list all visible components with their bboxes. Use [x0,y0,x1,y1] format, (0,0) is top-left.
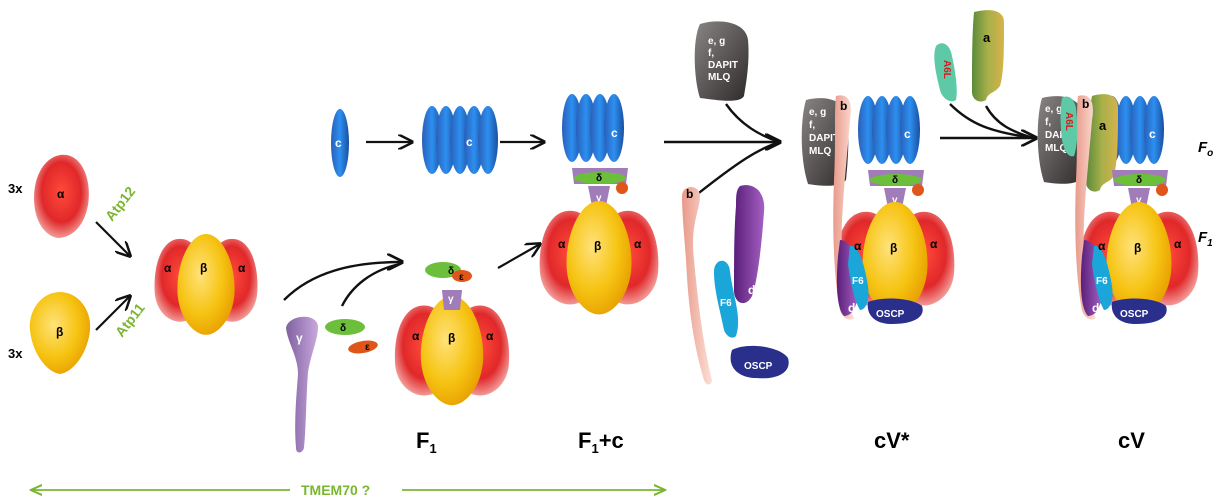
alpha-subunit-monomer: 3x α [8,155,89,238]
alpha-label: α [164,261,172,275]
f1-c-complex: c δ γ α α β [540,94,659,314]
c-label: c [611,126,618,140]
a6l-subunit-free: A6L [934,43,956,101]
b-label: b [840,99,847,113]
beta-label: β [1134,241,1141,255]
a-subunit-free: a [972,10,1004,101]
c-subunit-monomer: c [331,109,349,177]
alpha-label: α [412,329,420,343]
epsilon-label: ε [459,272,464,283]
oscp-subunit-free: OSCP [731,346,789,378]
egf-line-1: e, g [809,107,826,118]
b-subunit-free: b [682,187,712,385]
alpha-label: α [238,261,246,275]
egf-line-3: DAPIT [708,60,738,71]
d-label: d [1092,301,1099,315]
epsilon-subunit-free: ε [347,338,379,355]
stage-cv-label: cV [1118,428,1145,453]
egf-line-3: DAPIT [809,133,839,144]
c-label: c [1149,127,1156,141]
stage-f1c-label: F1+c [578,428,624,456]
alpha-label: α [1098,239,1106,253]
fo-side-label: Fo [1198,139,1213,159]
c-label: c [335,136,342,150]
d-label: d [848,301,855,315]
alpha-label: α [1174,237,1182,251]
egf-line-1: e, g [1045,104,1062,115]
delta-label: δ [448,266,454,277]
egf-line-2: f, [708,48,714,59]
b-label: b [686,187,693,201]
arrow-stalk-join [690,142,780,200]
arrow-f1-to-f1c [498,244,540,268]
stage-cv-star-label: cV* [874,428,910,453]
arrow-alpha-to-f1 [96,222,130,256]
a-label: a [983,30,991,45]
f6-label: F6 [720,298,732,309]
oscp-label: OSCP [876,309,905,320]
alpha-label: α [634,237,642,251]
gamma-label: γ [448,294,454,305]
f1-complex: δ ε γ α α β [395,262,509,405]
egf-line-4: MLQ [809,146,831,157]
egf-line-1: e, g [708,36,725,47]
f6-label: F6 [1096,276,1108,287]
arrow-egf-join [726,104,780,142]
gamma-label: γ [296,331,303,345]
d-subunit-free: d [734,185,764,303]
stage-f1-label: F1 [416,428,437,456]
alpha-label: α [486,329,494,343]
c-ring: c [422,106,498,174]
beta-label: β [594,239,601,253]
f1-side-label: F1 [1198,229,1213,249]
tmem70-range: TMEM70 ? [32,482,664,498]
tmem70-label: TMEM70 ? [301,482,370,498]
a6l-label: A6L [941,60,952,79]
alpha-label: α [854,239,862,253]
delta-label: δ [340,323,346,334]
beta-subunit-monomer: 3x β [8,292,90,374]
alpha3-beta3-hexamer: α α β [154,234,257,335]
f6-label: F6 [852,276,864,287]
gamma-subunit-free: γ [286,317,318,453]
delta-label: δ [596,173,602,184]
egf-line-2: f, [1045,117,1051,128]
epsilon-label: ε [365,342,370,353]
beta-label: β [448,331,455,345]
atp11-label: Atp11 [112,300,148,340]
egf-line-4: MLQ [708,72,730,83]
oscp-label: OSCP [1120,309,1149,320]
a6l-label: A6L [1063,112,1074,131]
d-label: d [748,283,755,297]
beta-label: β [890,241,897,255]
b-label: b [1082,97,1089,111]
delta-subunit-free: δ [325,319,365,335]
delta-label: δ [1136,175,1142,186]
egf-dapit-mlq-block: e, g f, DAPIT MLQ [695,21,749,100]
alpha-count-label: 3x [8,181,23,196]
cv-star-complex: e, g f, DAPIT MLQ c δ γ b d F6 OSCP α α … [802,95,955,324]
atp12-label: Atp12 [102,183,139,224]
oscp-label: OSCP [744,361,773,372]
beta-label: β [200,261,207,275]
arrow-delta-join [342,264,400,306]
beta-count-label: 3x [8,346,23,361]
egf-line-2: f, [809,120,815,131]
beta-label: β [56,325,63,339]
a-label: a [1099,118,1107,133]
alpha-label: α [558,237,566,251]
alpha-label: α [57,187,65,201]
c-label: c [904,127,911,141]
alpha-label: α [930,237,938,251]
cv-complex: e, g f, DAPIT MLQ A6L c a δ γ b d F6 OSC… [1038,94,1199,324]
delta-label: δ [892,175,898,186]
c-label: c [466,135,473,149]
